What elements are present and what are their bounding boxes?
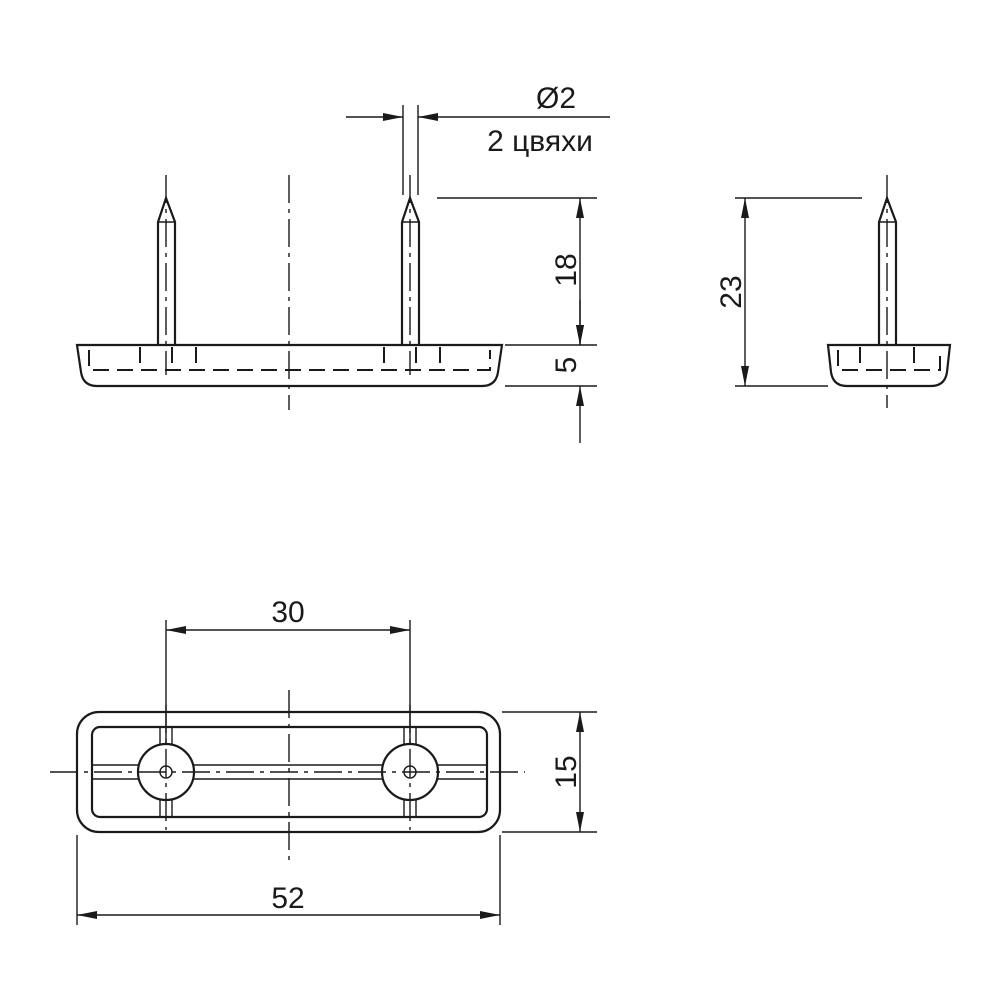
length-label: 52 [271, 882, 304, 915]
dimension-nail-diameter: Ø2 2 цвяхи [346, 82, 610, 195]
nail-count-label: 2 цвяхи [487, 125, 593, 158]
front-view [75, 175, 504, 410]
width-label: 15 [550, 755, 583, 788]
total-height-label: 23 [715, 275, 748, 308]
nail-right [400, 175, 421, 375]
base-height-label: 5 [550, 357, 583, 374]
side-view: 23 [715, 175, 952, 408]
dimension-length: 52 [76, 835, 501, 925]
hole-spacing-label: 30 [271, 596, 304, 629]
dimension-hole-spacing: 30 [165, 596, 411, 745]
nail-left [156, 175, 177, 375]
top-view [50, 690, 525, 860]
dimension-width: 15 [502, 711, 597, 833]
nail-diameter-label: Ø2 [536, 82, 576, 115]
nail-height-label: 18 [550, 253, 583, 286]
dimension-heights-front: 18 5 [437, 197, 597, 443]
